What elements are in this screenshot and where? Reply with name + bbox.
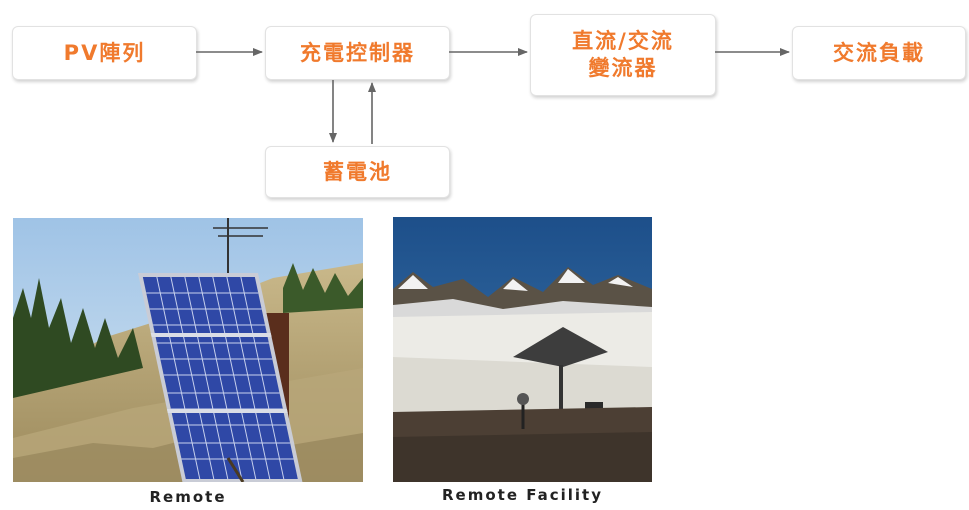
inverter-node: 直流/交流 變流器 <box>530 14 716 96</box>
ac-load-node: 交流負載 <box>792 26 966 80</box>
battery-node: 蓄電池 <box>265 146 450 198</box>
inverter-label-line1: 直流/交流 <box>572 29 674 53</box>
ac-load-label: 交流負載 <box>833 40 925 65</box>
inverter-label-line2: 變流器 <box>588 56 658 80</box>
remote-caption: Remote <box>149 488 227 506</box>
remote-facility-caption: Remote Facility <box>442 486 603 504</box>
charge-controller-label: 充電控制器 <box>300 40 415 65</box>
remote-facility-photo <box>393 217 652 482</box>
charge-controller-node: 充電控制器 <box>265 26 450 80</box>
pv-array-node: PV陣列 <box>12 26 197 80</box>
remote-solar-panel-photo <box>13 218 363 482</box>
pv-array-label: PV陣列 <box>63 40 146 65</box>
battery-label: 蓄電池 <box>323 159 392 184</box>
